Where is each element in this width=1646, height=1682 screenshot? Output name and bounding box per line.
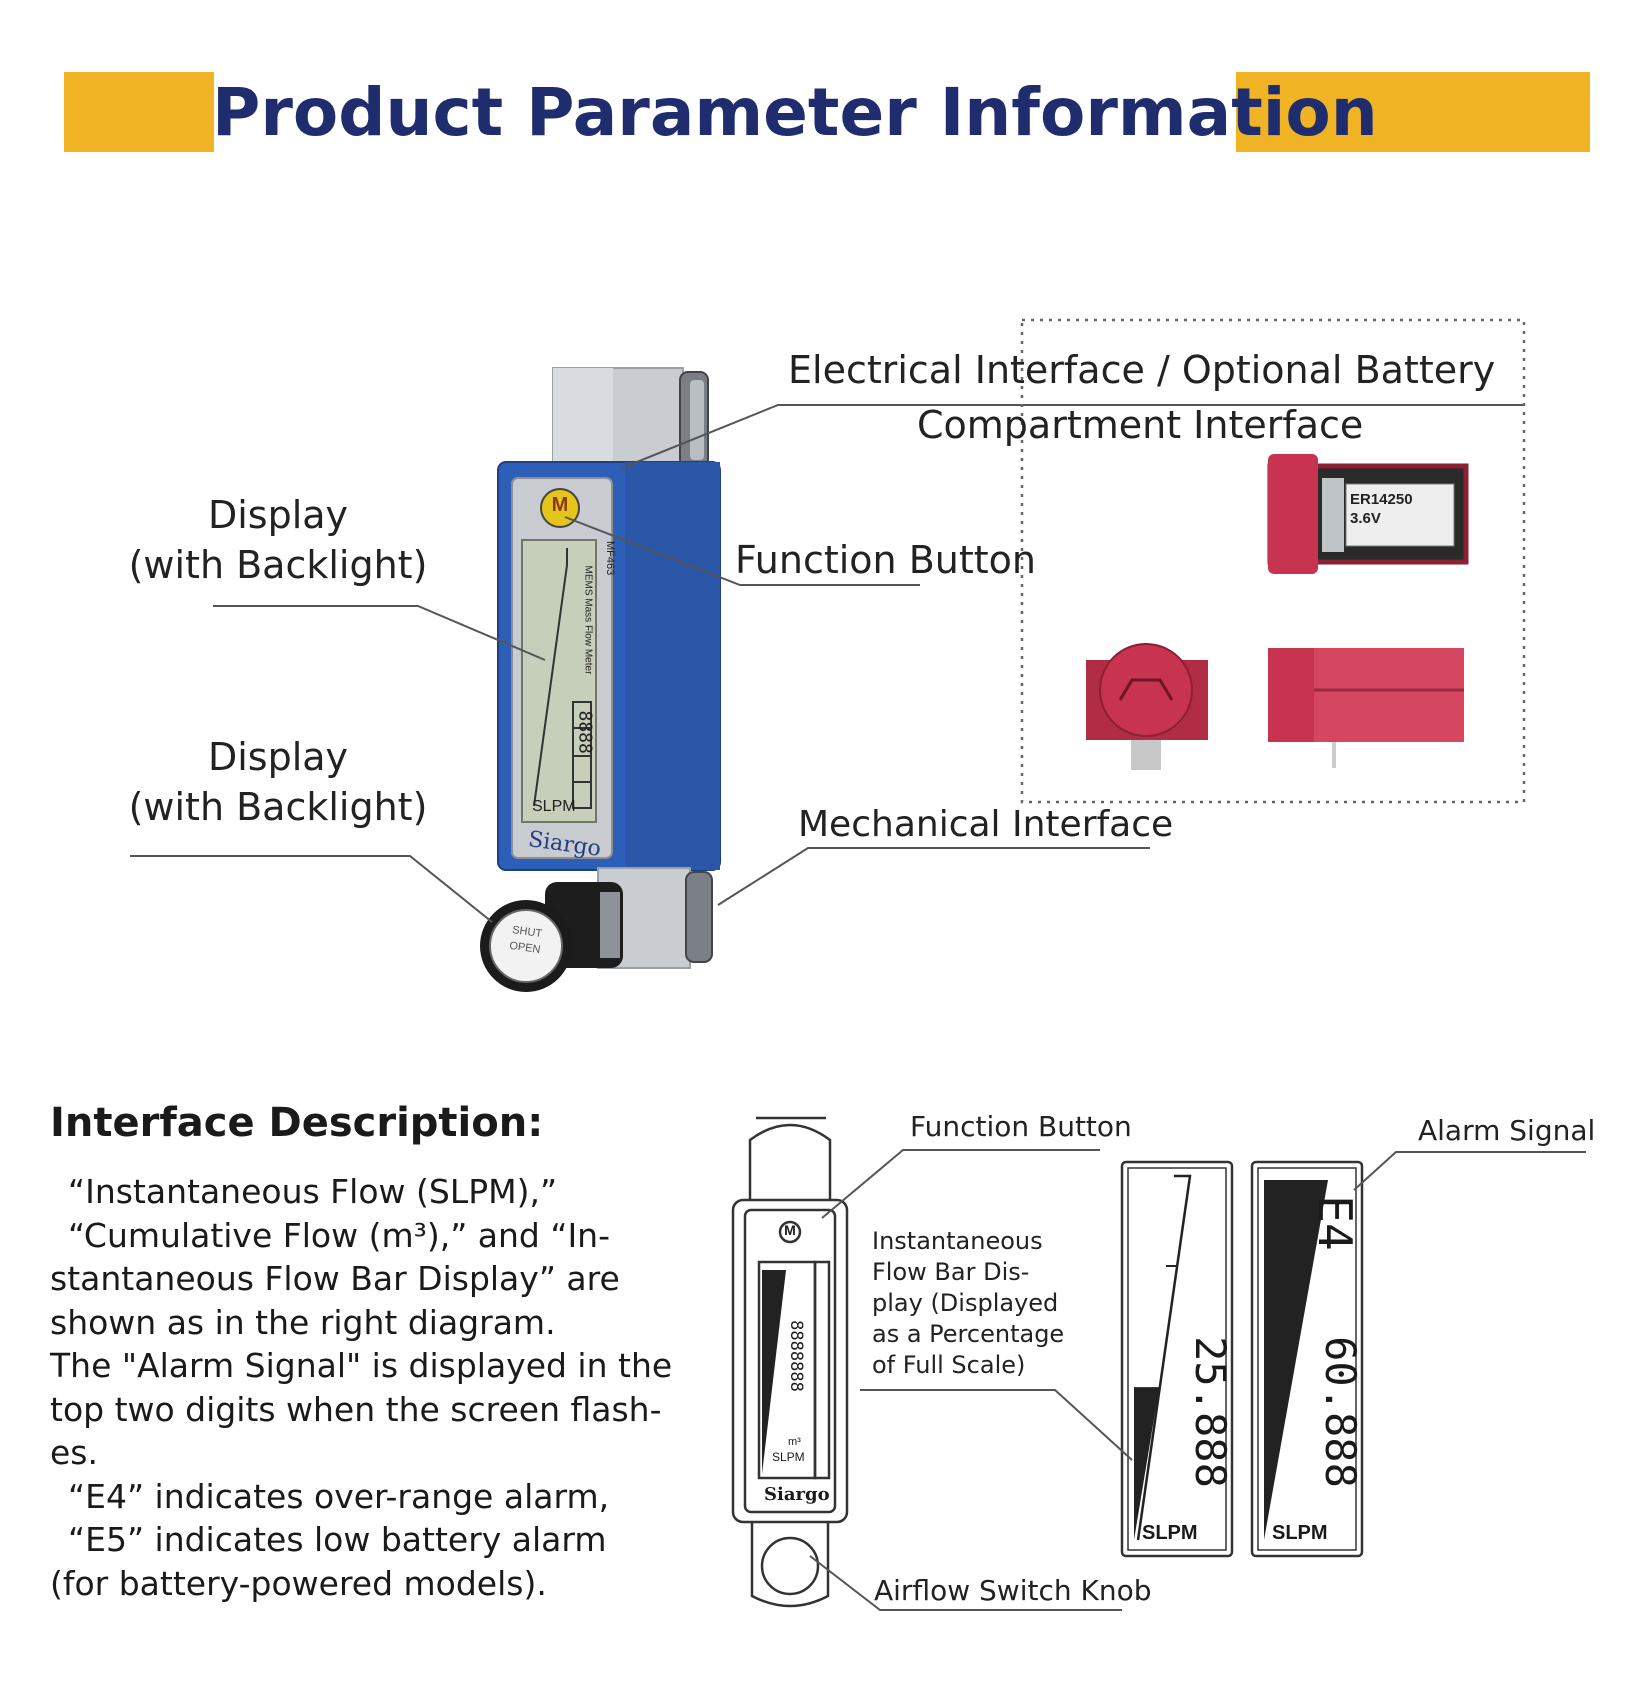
header-bar-right [1236, 72, 1590, 152]
schematic-button-letter: M [784, 1222, 796, 1238]
lcd-screen-1 [1120, 1160, 1234, 1558]
screen2-unit: SLPM [1272, 1522, 1328, 1544]
schematic-device [731, 1116, 849, 1608]
lcd-screen-2 [1250, 1160, 1364, 1558]
header-bar-left [64, 72, 214, 152]
electrical-interface-label-1: Electrical Interface / Optional Battery [788, 348, 1496, 392]
desc-line: “Instantaneous Flow (SLPM),” [68, 1172, 558, 1211]
screen1-value: 25.888 [1186, 1336, 1235, 1488]
battery-side-image [1086, 643, 1208, 770]
device-button-letter: M [551, 494, 569, 516]
schematic-unit: SLPM [772, 1450, 805, 1464]
screen1-unit: SLPM [1142, 1522, 1198, 1544]
desc-line: “E4” indicates over-range alarm, [68, 1476, 610, 1516]
desc-line: “E5” indicates low battery alarm [68, 1520, 607, 1559]
battery-label: ER14250 3.6V [1350, 491, 1413, 527]
schematic-bar-fill [762, 1270, 786, 1474]
battery-closed-image [1268, 648, 1464, 768]
device-unit: SLPM [532, 798, 576, 815]
mechanical-interface-label: Mechanical Interface [798, 804, 1174, 845]
bottom-function-button-label: Function Button [910, 1110, 1132, 1143]
schematic-brand: Siargo [764, 1484, 830, 1505]
page-title: Product Parameter Information [212, 74, 1378, 151]
desc-line: shown as in the right diagram. [50, 1302, 556, 1342]
device-model-text: MEMS Mass Flow Meter [582, 565, 594, 675]
bottom-connector [545, 867, 713, 969]
desc-line: (for battery-powered models). [50, 1563, 547, 1603]
bottom-leader-lines [809, 1149, 1586, 1611]
shut-open-knob[interactable] [480, 900, 572, 992]
desc-line: top two digits when the screen flash- [50, 1389, 662, 1429]
interface-description-title: Interface Description: [50, 1100, 544, 1146]
top-leader-lines [130, 404, 1525, 923]
bar-display-label: Instantaneous Flow Bar Dis- play (Displa… [872, 1227, 1065, 1379]
screen2-alarm: E4 [1308, 1195, 1362, 1251]
schematic-digits: 8888888 [786, 1320, 806, 1392]
desc-line: “Cumulative Flow (m³),” and “In- [68, 1215, 611, 1255]
function-button-m[interactable] [540, 488, 580, 528]
device-body [497, 461, 721, 871]
airflow-switch-knob-label: Airflow Switch Knob [874, 1574, 1152, 1607]
desc-line: stantaneous Flow Bar Display” are [50, 1259, 620, 1298]
desc-line: es. [50, 1433, 98, 1472]
top-connector [552, 367, 709, 474]
display-label-1: Display (with Backlight) [128, 493, 428, 587]
device-digits: 8888 [574, 710, 596, 754]
electrical-interface-label-2: Compartment Interface [917, 403, 1364, 447]
schematic-unit-m3: m³ [788, 1436, 801, 1448]
display-label-2: Display (with Backlight) [128, 735, 428, 829]
device-model-code: MF463 [604, 541, 616, 576]
interface-description-text: “Instantaneous Flow (SLPM),” “Cumulative… [50, 1170, 680, 1605]
battery-open-image [1267, 454, 1469, 574]
battery-box [1020, 318, 1526, 804]
screen2-value: 60.888 [1316, 1336, 1365, 1488]
alarm-signal-label: Alarm Signal [1418, 1114, 1596, 1147]
desc-line: The "Alarm Signal" is displayed in the [50, 1346, 673, 1385]
function-button-label: Function Button [735, 538, 1036, 582]
